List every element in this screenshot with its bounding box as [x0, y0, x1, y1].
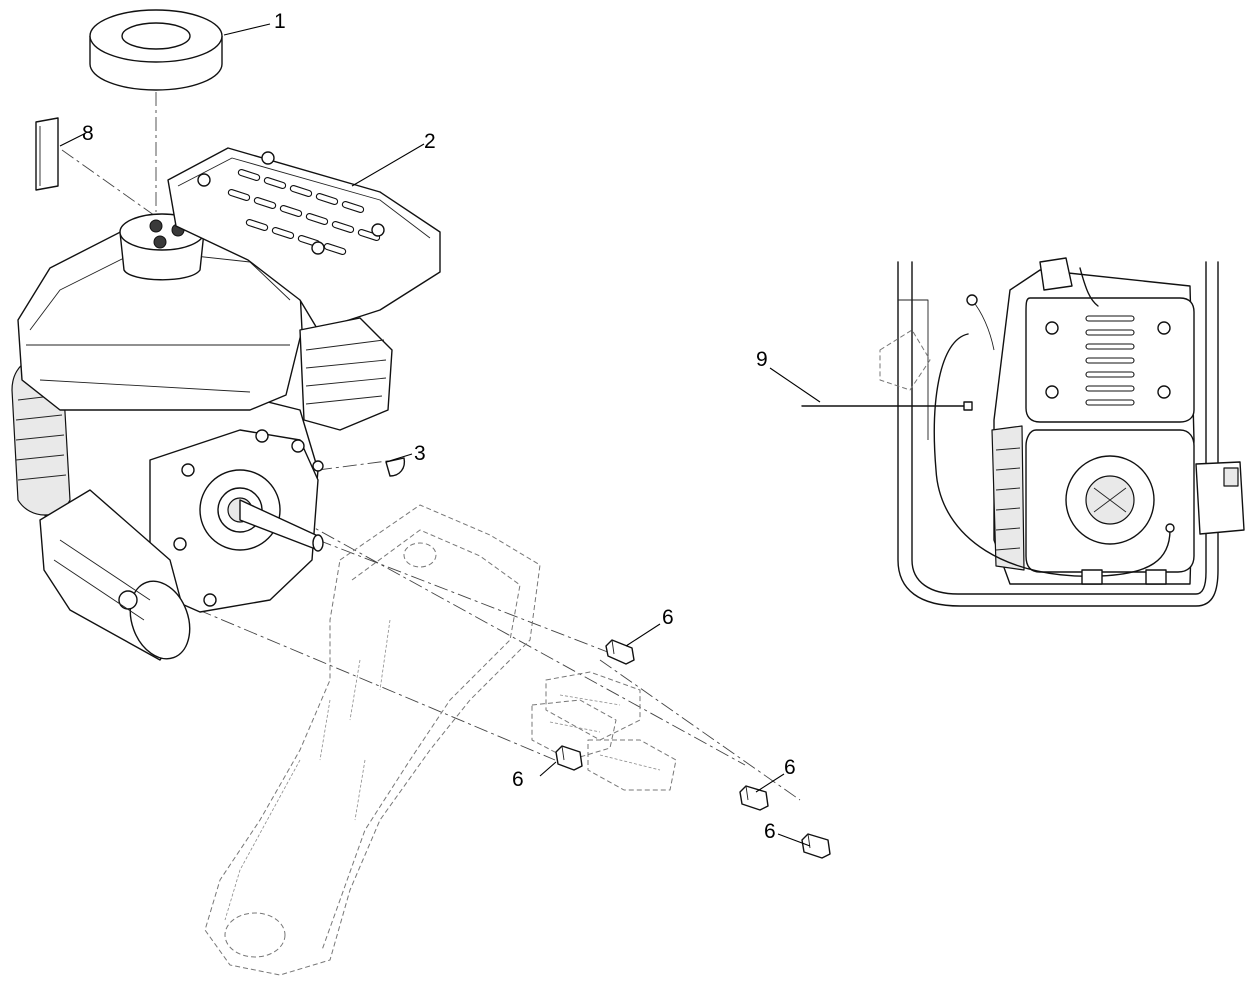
callouts: 1 2 3 8 9 6 6 6 6	[82, 10, 796, 843]
bolt-d	[801, 833, 831, 859]
bolt-b	[555, 745, 583, 771]
bolt-icon	[555, 639, 831, 859]
leader-lines	[59, 23, 821, 847]
callout-6-left: 6	[512, 768, 524, 791]
muffler-vents	[227, 168, 381, 256]
decal-icon	[35, 117, 59, 191]
mounting-frame-icon	[204, 504, 677, 976]
washer-icon	[89, 9, 223, 91]
callout-6-upper: 6	[662, 606, 674, 629]
callout-3: 3	[414, 442, 426, 465]
woodruff-key-icon	[385, 457, 406, 477]
assembly-centerlines	[61, 92, 801, 801]
callout-8: 8	[82, 122, 94, 145]
callout-6-lower: 6	[764, 820, 776, 843]
cable-tie-icon	[801, 401, 973, 411]
callout-1: 1	[274, 10, 286, 33]
engine-installed-view-icon	[879, 257, 1245, 607]
callout-6-right: 6	[784, 756, 796, 779]
inset-muffler-vents	[1085, 315, 1135, 406]
callout-2: 2	[424, 130, 436, 153]
bolt-c	[739, 785, 769, 811]
callout-9: 9	[756, 348, 768, 371]
engine-icon	[11, 147, 441, 661]
